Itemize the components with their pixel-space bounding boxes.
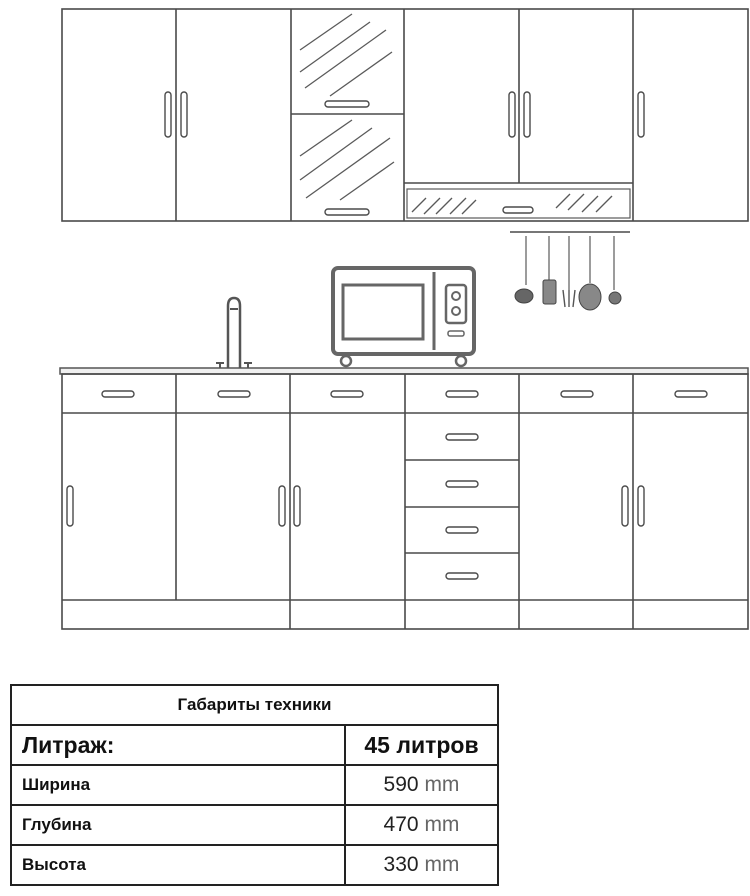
height-label: Высота bbox=[10, 844, 346, 886]
width-number: 590 bbox=[383, 773, 419, 796]
width-label: Ширина bbox=[10, 764, 346, 806]
table-title: Габариты техники bbox=[10, 684, 499, 726]
upper-cabinets bbox=[61, 8, 749, 222]
depth-label: Глубина bbox=[10, 804, 346, 846]
height-value: 330 mm bbox=[344, 844, 499, 886]
height-unit: mm bbox=[424, 853, 460, 876]
microwave-icon bbox=[331, 266, 476, 368]
volume-label: Литраж: bbox=[10, 724, 346, 766]
faucet-icon bbox=[216, 296, 252, 369]
depth-unit: mm bbox=[424, 813, 460, 836]
hanging-kitchen-utensils-icon bbox=[510, 231, 630, 311]
table-row: Ширина 590 mm bbox=[10, 764, 499, 806]
glass-hatching bbox=[299, 13, 613, 215]
lower-handles bbox=[66, 390, 708, 580]
lower-cabinets bbox=[61, 373, 749, 630]
volume-value: 45 литров bbox=[344, 724, 499, 766]
table-row: Глубина 470 mm bbox=[10, 804, 499, 846]
appliance-dimensions-table: Габариты техники Литраж: 45 литров Ширин… bbox=[10, 684, 499, 886]
width-value: 590 mm bbox=[344, 764, 499, 806]
height-number: 330 bbox=[383, 853, 419, 876]
table-row: Высота 330 mm bbox=[10, 844, 499, 886]
volume-row: Литраж: 45 литров bbox=[10, 724, 499, 766]
width-unit: mm bbox=[424, 773, 460, 796]
upper-handles bbox=[164, 91, 645, 216]
depth-value: 470 mm bbox=[344, 804, 499, 846]
countertop bbox=[59, 367, 749, 375]
depth-number: 470 bbox=[383, 813, 419, 836]
kitchen-drawing bbox=[59, 8, 749, 630]
